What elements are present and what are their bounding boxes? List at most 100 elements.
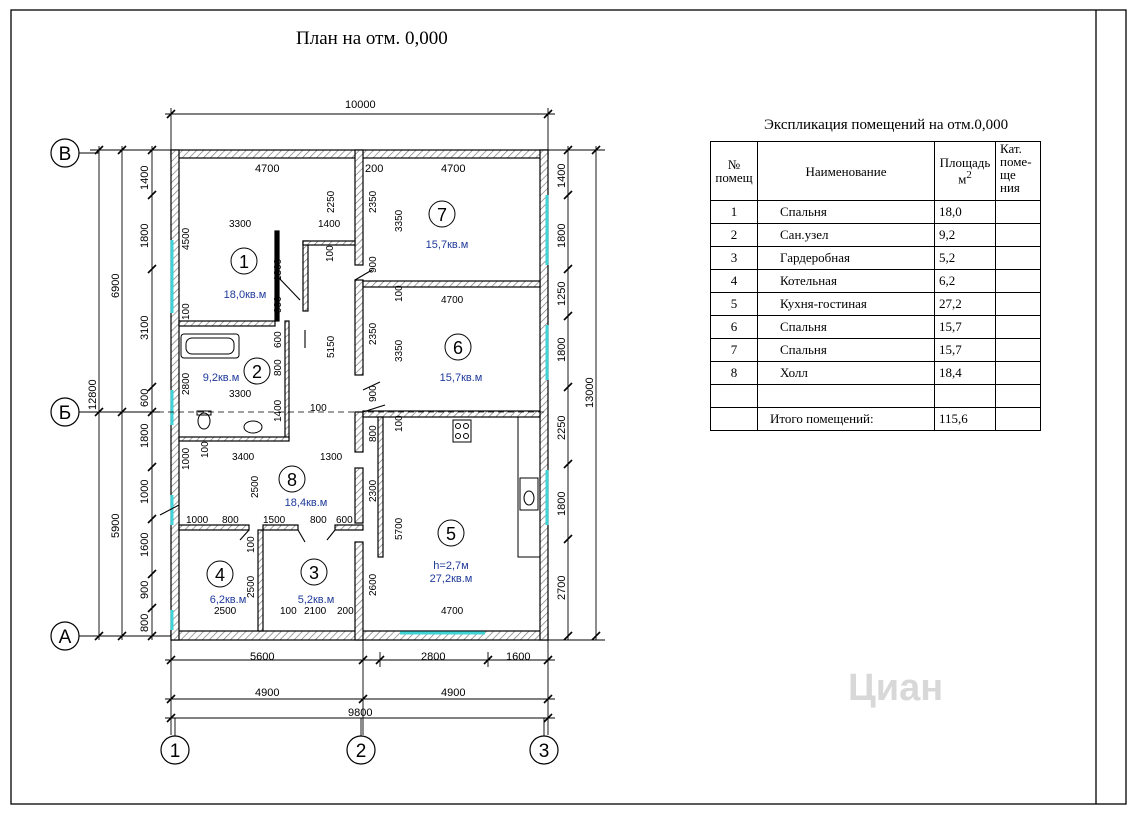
- header-category: Кат. поме- ще ния: [995, 141, 1041, 201]
- row-area: 18,4: [934, 361, 996, 385]
- dim-5150: 5150: [326, 335, 337, 358]
- dim-left-seg-8: 900: [139, 581, 151, 599]
- dim-bottom-2800: 2800: [421, 651, 445, 663]
- dim-top-left: 4700: [255, 163, 279, 175]
- header-cat-line2: поме-: [1000, 154, 1032, 169]
- dim-top-partition: 200: [365, 163, 383, 175]
- dim-right-seg-6: 1800: [556, 492, 568, 516]
- dim-2600: 2600: [368, 573, 379, 596]
- row-name: [757, 384, 935, 408]
- table-row: 8 Холл 18,4: [710, 361, 1041, 385]
- row-area: 15,7: [934, 315, 996, 339]
- explication-table: № помещ Наименование Площадь м2 Кат. пом…: [710, 141, 1041, 431]
- dimension-ticks: [94, 109, 601, 723]
- dim-100h: 100: [246, 536, 257, 553]
- room-4-number: 4: [215, 565, 225, 585]
- dim-100i: 100: [280, 606, 297, 617]
- room-1-area: 18,0кв.м: [224, 289, 267, 301]
- dim-bottom-5600: 5600: [250, 651, 274, 663]
- dim-left-seg-3: 3100: [139, 316, 151, 340]
- row-area: 27,2: [934, 292, 996, 316]
- dimension-lines: [79, 108, 605, 737]
- dim-900d: 900: [368, 385, 379, 402]
- header-number: № помещ: [710, 141, 758, 201]
- axis-row-a: А: [59, 627, 72, 648]
- table-row-empty: [710, 384, 1041, 408]
- room-7-number: 7: [437, 205, 447, 225]
- windows: [170, 195, 549, 635]
- header-cat-line1: Кат.: [1000, 141, 1022, 156]
- dim-100d: 100: [310, 403, 327, 414]
- room-8-number: 8: [287, 470, 297, 490]
- dimension-labels: 10000 4700 200 4700 5600 2800 1600 4900 …: [87, 99, 596, 719]
- row-number: 7: [710, 338, 758, 362]
- room-4-area: 6,2кв.м: [210, 594, 247, 606]
- header-name: Наименование: [757, 141, 935, 201]
- dim-left-seg-7: 1600: [139, 533, 151, 557]
- dim-3400: 3400: [232, 452, 255, 463]
- dim-1400b: 1400: [273, 399, 284, 422]
- row-category: [995, 361, 1041, 385]
- dim-4700b: 4700: [441, 295, 464, 306]
- row-area: 15,7: [934, 338, 996, 362]
- dim-800a: 800: [273, 359, 284, 376]
- room-3-number: 3: [309, 563, 319, 583]
- row-area: [934, 384, 996, 408]
- total-label: Итого помещений:: [757, 407, 935, 431]
- dim-100c: 100: [181, 303, 192, 320]
- dim-right-seg-1: 1400: [556, 164, 568, 188]
- header-cat-line4: ния: [1000, 180, 1020, 195]
- room-2-number: 2: [252, 362, 262, 382]
- table-row-total: Итого помещений: 115,6: [710, 407, 1041, 431]
- dim-5700: 5700: [394, 517, 405, 540]
- dim-left-axis-lower: 5900: [110, 514, 122, 538]
- table-row: 5 Кухня-гостиная 27,2: [710, 292, 1041, 316]
- plan-title: План на отм. 0,000: [296, 28, 448, 49]
- dim-3350a: 3350: [394, 209, 405, 232]
- axis-col-3: 3: [539, 741, 550, 762]
- dim-2800: 2800: [181, 372, 192, 395]
- room-6-area: 15,7кв.м: [440, 372, 483, 384]
- explication-title: Экспликация помещений на отм.0,000: [764, 117, 1009, 133]
- header-area-sup: 2: [966, 169, 972, 182]
- row-category: [995, 200, 1041, 224]
- total-area: 115,6: [934, 407, 996, 431]
- dim-bottom-1600: 1600: [506, 651, 530, 663]
- dim-1500: 1500: [263, 515, 286, 526]
- header-number-line2: помещ: [715, 170, 753, 185]
- row-category: [995, 246, 1041, 270]
- row-area: 9,2: [934, 223, 996, 247]
- dim-900a: 900: [368, 256, 379, 273]
- room-7-area: 15,7кв.м: [426, 239, 469, 251]
- room-6-number: 6: [453, 338, 463, 358]
- dim-100a: 100: [325, 245, 336, 262]
- dim-2250: 2250: [326, 190, 337, 213]
- dim-2500c: 2500: [214, 606, 237, 617]
- table-row: 2 Сан.узел 9,2: [710, 223, 1041, 247]
- row-number: 6: [710, 315, 758, 339]
- dim-100e: 100: [200, 441, 211, 458]
- dim-800c: 800: [222, 515, 239, 526]
- row-name: Котельная: [757, 269, 935, 293]
- table-row: 6 Спальня 15,7: [710, 315, 1041, 339]
- dim-right-outer: 13000: [584, 377, 596, 408]
- dim-2350a: 2350: [368, 190, 379, 213]
- dim-1000b: 1000: [186, 515, 209, 526]
- row-name: Спальня: [757, 338, 935, 362]
- header-area-unit: м: [958, 171, 967, 187]
- dim-left-axis-upper: 6900: [110, 274, 122, 298]
- row-name: Кухня-гостиная: [757, 292, 935, 316]
- dim-bottom-axis-2: 4900: [441, 687, 465, 699]
- dim-100b: 100: [394, 285, 405, 302]
- watermark: Циан: [848, 667, 943, 709]
- axis-col-1: 1: [170, 741, 181, 762]
- axis-col-2: 2: [356, 741, 367, 762]
- doors: [159, 269, 386, 543]
- room-5-area: 27,2кв.м: [430, 573, 473, 585]
- header-area-line2: м2: [939, 169, 991, 185]
- dim-2100: 2100: [304, 606, 327, 617]
- room-2-area: 9,2кв.м: [203, 372, 240, 384]
- table-row: 3 Гардеробная 5,2: [710, 246, 1041, 270]
- table-row: 4 Котельная 6,2: [710, 269, 1041, 293]
